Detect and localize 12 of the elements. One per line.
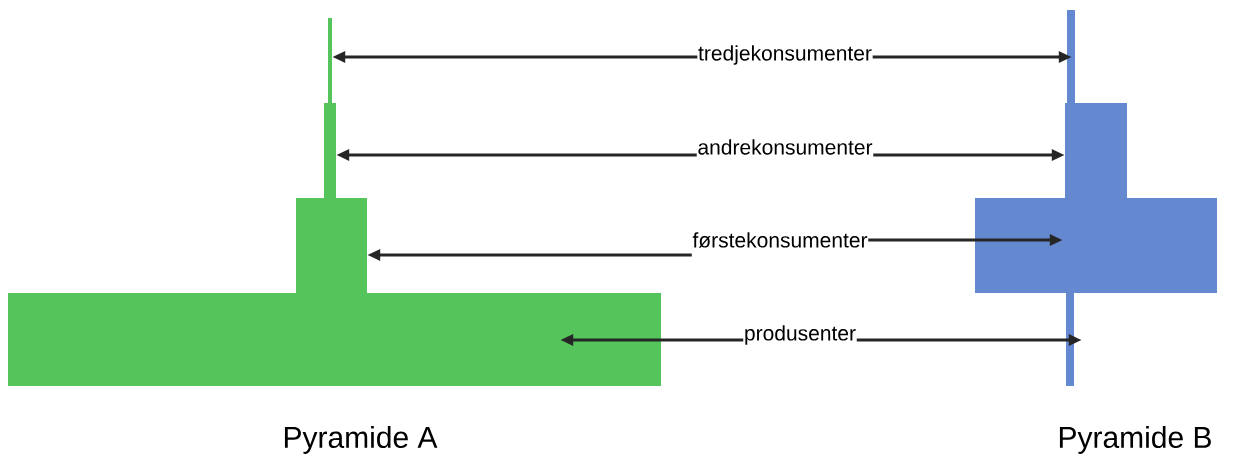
level-label: førstekonsumenter [692, 232, 868, 248]
pyramid-bar [1067, 10, 1075, 104]
pyramid-bar [1066, 292, 1074, 386]
level-label: tredjekonsumenter [698, 45, 872, 65]
level-label: andrekonsumenter [698, 139, 873, 155]
pyramid-bar [1065, 103, 1127, 198]
pyramid-caption: Pyramide B [1059, 426, 1211, 454]
level-label: produsenter [745, 325, 856, 345]
pyramid-bar [324, 103, 336, 198]
pyramid-bar [296, 198, 367, 293]
pyramid-bar [328, 18, 332, 105]
pyramid-caption: Pyramide A [284, 426, 438, 454]
